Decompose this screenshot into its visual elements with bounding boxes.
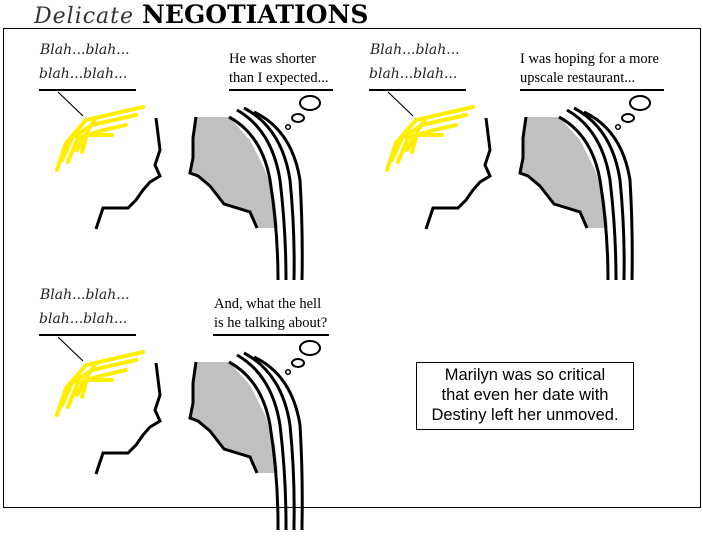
panel-1-thought-line-2: than I expected...	[229, 70, 329, 86]
comic-frame	[3, 28, 701, 508]
caption-line-3: Destiny left her unmoved.	[431, 406, 619, 424]
panel-3-blah-2: blah...blah...	[39, 311, 128, 327]
panel-1-thought: He was shorter than I expected...	[229, 50, 328, 88]
panel-2-thought-underline	[520, 89, 664, 91]
panel-3-scene	[55, 335, 322, 527]
title-bold: NEGOTIATIONS	[142, 0, 369, 29]
panel-2-scene	[385, 90, 652, 282]
panel-3-thought: And, what the hell is he talking about?	[214, 295, 327, 333]
panel-2-thought-line-1: I was hoping for a more	[520, 51, 659, 67]
panel-3-thought-line-1: And, what the hell	[214, 296, 322, 312]
caption-line-1: Marilyn was so critical	[444, 366, 606, 384]
panel-3-blah-1: Blah...blah...	[40, 287, 130, 303]
panel-1-speech-underline	[39, 89, 136, 91]
panel-2-thought: I was hoping for a more upscale restaura…	[520, 50, 659, 88]
panel-1-blah-2: blah...blah...	[39, 66, 128, 82]
caption-line-2: that even her date with	[441, 386, 609, 404]
panel-3-thought-underline	[213, 334, 329, 336]
caption-box: Marilyn was so critical that even her da…	[416, 362, 634, 430]
panel-1-thought-underline	[229, 89, 333, 91]
panel-2-blah-2: blah...blah...	[369, 66, 458, 82]
panel-1-scene	[55, 90, 322, 282]
panel-2-thought-line-2: upscale restaurant...	[520, 70, 636, 86]
panel-3-speech-underline	[39, 334, 136, 336]
panel-2-speech-underline	[369, 89, 466, 91]
panel-3-strand-extension	[276, 520, 304, 530]
comic-title: Delicate NEGOTIATIONS	[34, 0, 369, 29]
panel-1-thought-line-1: He was shorter	[229, 51, 316, 67]
panel-1-blah-1: Blah...blah...	[40, 42, 130, 58]
panel-2-blah-1: Blah...blah...	[370, 42, 460, 58]
title-script: Delicate	[34, 4, 135, 29]
panel-3-thought-line-2: is he talking about?	[214, 315, 328, 331]
